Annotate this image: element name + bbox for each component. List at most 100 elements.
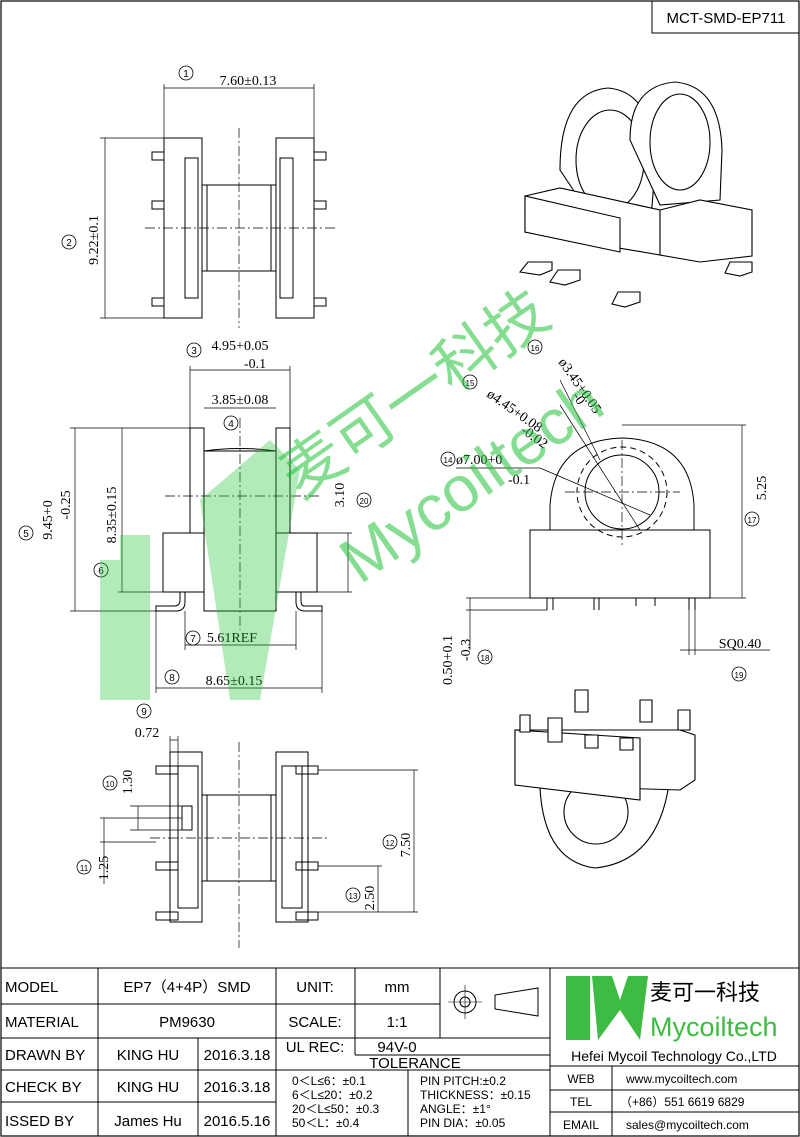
marker-7: 7 — [190, 634, 196, 645]
unit-value: mm — [385, 979, 410, 996]
dim-20-text: 3.10 — [333, 483, 348, 508]
marker-20: 20 — [360, 497, 369, 506]
side-view — [456, 379, 770, 655]
marker-3: 3 — [191, 346, 197, 357]
ulrec-value: 94V-0 — [377, 1039, 416, 1056]
model-value: EP7（4+4P）SMD — [123, 979, 250, 996]
drawn-date: 2016.3.18 — [204, 1047, 271, 1064]
logo-mark-left — [566, 976, 590, 1040]
tolerance-table: 0＜L≤6：±0.1 6＜L≤20：±0.2 20＜L≤50：±0.3 50＜L… — [292, 1074, 531, 1130]
dim-2-text: 9.22±0.1 — [87, 215, 102, 265]
bottom-view — [100, 736, 418, 948]
issued-date: 2016.5.16 — [204, 1113, 271, 1130]
logo-en: Mycoiltech — [650, 1012, 778, 1042]
top-view — [100, 84, 335, 328]
title-block-grid — [1, 967, 799, 1136]
marker-10: 10 — [106, 780, 115, 789]
dim-12-text: 7.50 — [399, 833, 414, 858]
dim-8-text: 8.65±0.15 — [206, 674, 263, 689]
email-value: sales@mycoiltech.com — [626, 1118, 749, 1132]
watermark: 麦可一科技 Mycoiltech — [100, 277, 616, 700]
marker-circles — [18, 65, 760, 903]
dim-3-text: 4.95+0.05 — [212, 339, 269, 354]
spec-line-1: PIN PITCH:±0.2 — [420, 1074, 506, 1088]
spec-line-4: PIN DIA：±0.05 — [420, 1116, 506, 1130]
unit-label: UNIT: — [296, 979, 334, 996]
tel-value: （+86）551 6619 6829 — [620, 1095, 745, 1109]
issued-name: James Hu — [114, 1113, 182, 1130]
tolerance-label: TOLERANCE — [369, 1055, 460, 1072]
material-value: PM9630 — [159, 1014, 215, 1031]
company-logo: 麦可一科技 Mycoiltech — [566, 976, 778, 1042]
dim-5-text: 9.45+0 — [41, 500, 56, 539]
isometric-view-bottom — [514, 689, 696, 869]
check-name: KING HU — [117, 1079, 180, 1096]
marker-2: 2 — [66, 238, 72, 249]
ulrec-label: UL REC: — [286, 1039, 345, 1056]
company-info: Hefei Mycoil Technology Co.,LTD WEB www.… — [563, 1048, 777, 1132]
logo-cn: 麦可一科技 — [650, 981, 760, 1006]
dim-13-text: 2.50 — [363, 886, 378, 911]
dim-18-text: 0.50+0.1 — [441, 635, 456, 685]
dim-5-tol: -0.25 — [59, 490, 74, 519]
isometric-view-top — [518, 81, 753, 308]
marker-15: 15 — [466, 379, 475, 388]
dim-14-tol: -0.1 — [508, 473, 530, 488]
watermark-logo-right — [200, 440, 300, 700]
marker-17: 17 — [748, 516, 757, 525]
marker-9: 9 — [141, 707, 147, 718]
dim-3-tol: -0.1 — [244, 357, 266, 372]
tol-line-4: 50＜L：±0.4 — [292, 1116, 360, 1130]
front-view — [70, 366, 352, 693]
material-label: MATERIAL — [5, 1014, 79, 1031]
drawn-label: DRAWN BY — [5, 1047, 85, 1064]
dim-11-text: 1.25 — [97, 856, 112, 881]
web-value: www.mycoiltech.com — [625, 1072, 737, 1086]
spec-line-2: THICKNESS：±0.15 — [420, 1088, 531, 1102]
tol-line-3: 20＜L≤50：±0.3 — [292, 1102, 380, 1116]
marker-16: 16 — [531, 344, 540, 353]
spec-line-3: ANGLE：±1° — [420, 1102, 491, 1116]
dim-17-text: 5.25 — [755, 476, 770, 501]
marker-6: 6 — [98, 566, 104, 577]
company-name: Hefei Mycoil Technology Co.,LTD — [571, 1048, 777, 1064]
web-label: WEB — [567, 1072, 594, 1086]
marker-1: 1 — [183, 69, 189, 80]
model-label: MODEL — [5, 979, 58, 996]
marker-14: 14 — [444, 456, 453, 465]
dim-1-text: 7.60±0.13 — [220, 74, 277, 89]
dim-6-text: 8.35±0.15 — [105, 487, 120, 544]
marker-19: 19 — [735, 671, 744, 680]
code-box — [651, 0, 800, 34]
drawn-name: KING HU — [117, 1047, 180, 1064]
email-label: EMAIL — [563, 1118, 599, 1132]
dim-10-text: 1.30 — [121, 770, 136, 795]
issued-label: ISSED BY — [5, 1113, 74, 1130]
marker-12: 12 — [386, 839, 395, 848]
dim-9-text: 0.72 — [135, 726, 160, 741]
marker-18: 18 — [481, 654, 490, 663]
check-date: 2016.3.18 — [204, 1079, 271, 1096]
logo-mark-right — [592, 976, 648, 1040]
marker-5: 5 — [23, 529, 29, 540]
tol-line-1: 0＜L≤6：±0.1 — [292, 1074, 366, 1088]
marker-11: 11 — [80, 864, 89, 873]
tel-label: TEL — [570, 1095, 592, 1109]
marker-13: 13 — [349, 892, 358, 901]
scale-label: SCALE: — [288, 1014, 341, 1031]
marker-4: 4 — [228, 419, 234, 430]
dim-7-text: 5.61REF — [207, 631, 257, 646]
watermark-logo-left — [100, 535, 150, 700]
check-label: CHECK BY — [5, 1079, 82, 1096]
drawing-code: MCT-SMD-EP711 — [667, 10, 786, 27]
tol-line-2: 6＜L≤20：±0.2 — [292, 1088, 373, 1102]
marker-labels: 1 2 3 4 5 6 7 8 9 10 11 12 13 14 15 16 1… — [23, 69, 757, 901]
scale-value: 1:1 — [387, 1014, 408, 1031]
marker-8: 8 — [169, 673, 175, 684]
dim-4-text: 3.85±0.08 — [212, 393, 269, 408]
dim-19-text: SQ0.40 — [719, 637, 761, 652]
dim-14-text: ø7.00+0 — [456, 453, 502, 468]
title-block-text: MODEL EP7（4+4P）SMD MATERIAL PM9630 DRAWN… — [5, 979, 461, 1130]
